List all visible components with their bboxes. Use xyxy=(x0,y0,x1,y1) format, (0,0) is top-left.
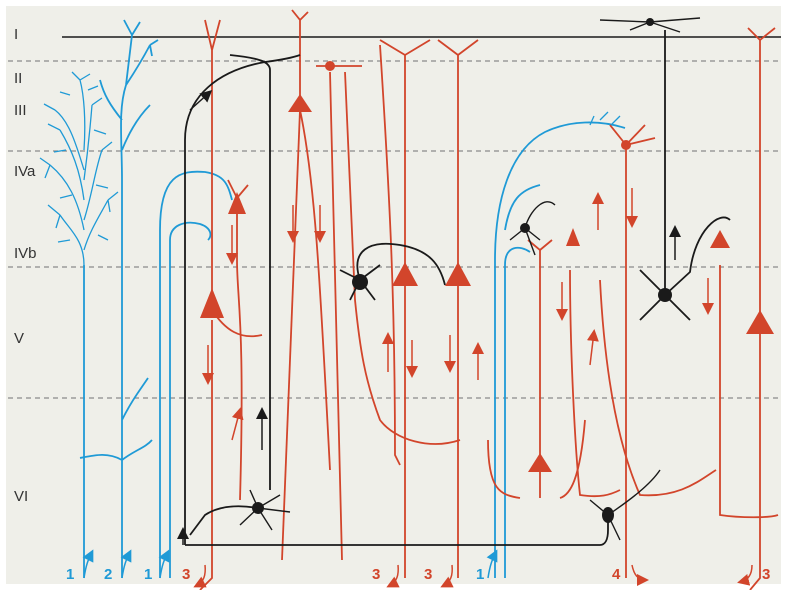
pyr-V-right xyxy=(747,27,776,590)
pathway-number: 1 xyxy=(66,566,75,583)
pyr-V-right-collateral xyxy=(719,265,779,519)
red-loop-2 xyxy=(599,279,717,497)
soma-pyr-III xyxy=(288,94,312,112)
layer-boundaries xyxy=(8,60,781,399)
layer-label-III: III xyxy=(14,102,27,119)
soma-black-IVa xyxy=(520,223,530,233)
soma-red-right xyxy=(710,230,730,248)
afferent-1-arbor xyxy=(39,71,119,266)
arrow-path-4 xyxy=(631,564,649,586)
pathway-number: 3 xyxy=(372,566,381,583)
pathway-number: 3 xyxy=(762,566,771,583)
pyr-III-axon-2 xyxy=(299,109,331,471)
pyr-VI-branches xyxy=(487,419,586,499)
layer-label-IVb: IVb xyxy=(14,245,37,262)
red-descending xyxy=(379,44,401,466)
afferent-1-right-tuft xyxy=(589,111,621,126)
pathway-number: 1 xyxy=(476,566,485,583)
soma-black-IVb xyxy=(352,274,368,290)
direction-arrows xyxy=(82,89,753,588)
soma-pyr-IVa-right xyxy=(621,140,631,150)
layer-label-I: I xyxy=(14,26,19,43)
afferent-1-right-b xyxy=(504,184,541,578)
layer-label-VI: VI xyxy=(14,488,29,505)
pyr-III-apical xyxy=(291,9,309,100)
black-IVa-neuron xyxy=(509,201,556,256)
soma-black-V xyxy=(658,288,672,302)
layer-label-IVa: IVa xyxy=(14,163,36,180)
soma-pyr-IVb-a xyxy=(392,262,418,286)
layer-label-II: II xyxy=(14,70,23,87)
soma-small-red xyxy=(566,228,580,246)
arrow-black-top xyxy=(189,89,213,111)
soma-pyr-V-right xyxy=(746,310,774,334)
afferent-fibers xyxy=(39,19,626,578)
afferent-1-right xyxy=(494,121,626,578)
black-bottom-axon xyxy=(185,510,609,546)
pathway-number: 3 xyxy=(424,566,433,583)
arrow-path-1a xyxy=(82,549,94,579)
pyr-IV-dendrites xyxy=(227,179,249,199)
arrow-red-3 xyxy=(231,407,244,441)
pathway-number: 3 xyxy=(182,566,191,583)
arrow-path-3c xyxy=(440,564,454,588)
soma-pyr-IV xyxy=(228,192,246,214)
interneuron-somata xyxy=(252,18,672,523)
arrow-path-1c xyxy=(486,549,498,579)
pyr-IVb-a xyxy=(379,39,431,578)
afferent-2 xyxy=(79,19,159,578)
black-V-right-neuron xyxy=(639,30,731,321)
soma-black-VI xyxy=(252,502,264,514)
soma-pyr-VI xyxy=(528,453,552,472)
pyr-IV-axon xyxy=(236,205,243,501)
layer-label-V: V xyxy=(14,330,25,347)
pathway-number: 4 xyxy=(612,566,621,583)
red-loop-1 xyxy=(569,269,621,498)
pyramidal-neurons xyxy=(199,9,779,590)
black-I-neuron xyxy=(599,17,701,33)
arrow-path-2 xyxy=(120,549,132,579)
arrow-path-1b xyxy=(158,549,170,579)
arrow-path-3a xyxy=(193,564,207,588)
pathway-number: 1 xyxy=(144,566,153,583)
arrow-path-3d xyxy=(737,564,753,586)
soma-pyr-II xyxy=(325,61,335,71)
pyr-V-left-apical xyxy=(204,19,221,300)
arrow-path-3b xyxy=(386,564,400,588)
afferent-1-mid-b xyxy=(169,221,212,578)
pyramidal-somata xyxy=(200,61,774,472)
soma-pyr-IVb-b xyxy=(445,262,471,286)
black-loop-left xyxy=(184,54,301,545)
soma-black-I xyxy=(646,18,654,26)
pyr-IVb-b xyxy=(437,39,479,578)
afferent-1-mid xyxy=(159,170,233,578)
black-IVb-neuron xyxy=(339,242,446,301)
black-VI-dendrites xyxy=(239,489,291,531)
pyr-III-axon xyxy=(281,109,301,561)
interneurons xyxy=(184,17,731,546)
arrow-red-13 xyxy=(586,329,599,366)
soma-black-VI-right xyxy=(602,507,614,523)
soma-pyr-V-left xyxy=(200,288,224,318)
pyr-II-axons xyxy=(329,71,461,561)
pathway-number: 2 xyxy=(104,566,113,583)
